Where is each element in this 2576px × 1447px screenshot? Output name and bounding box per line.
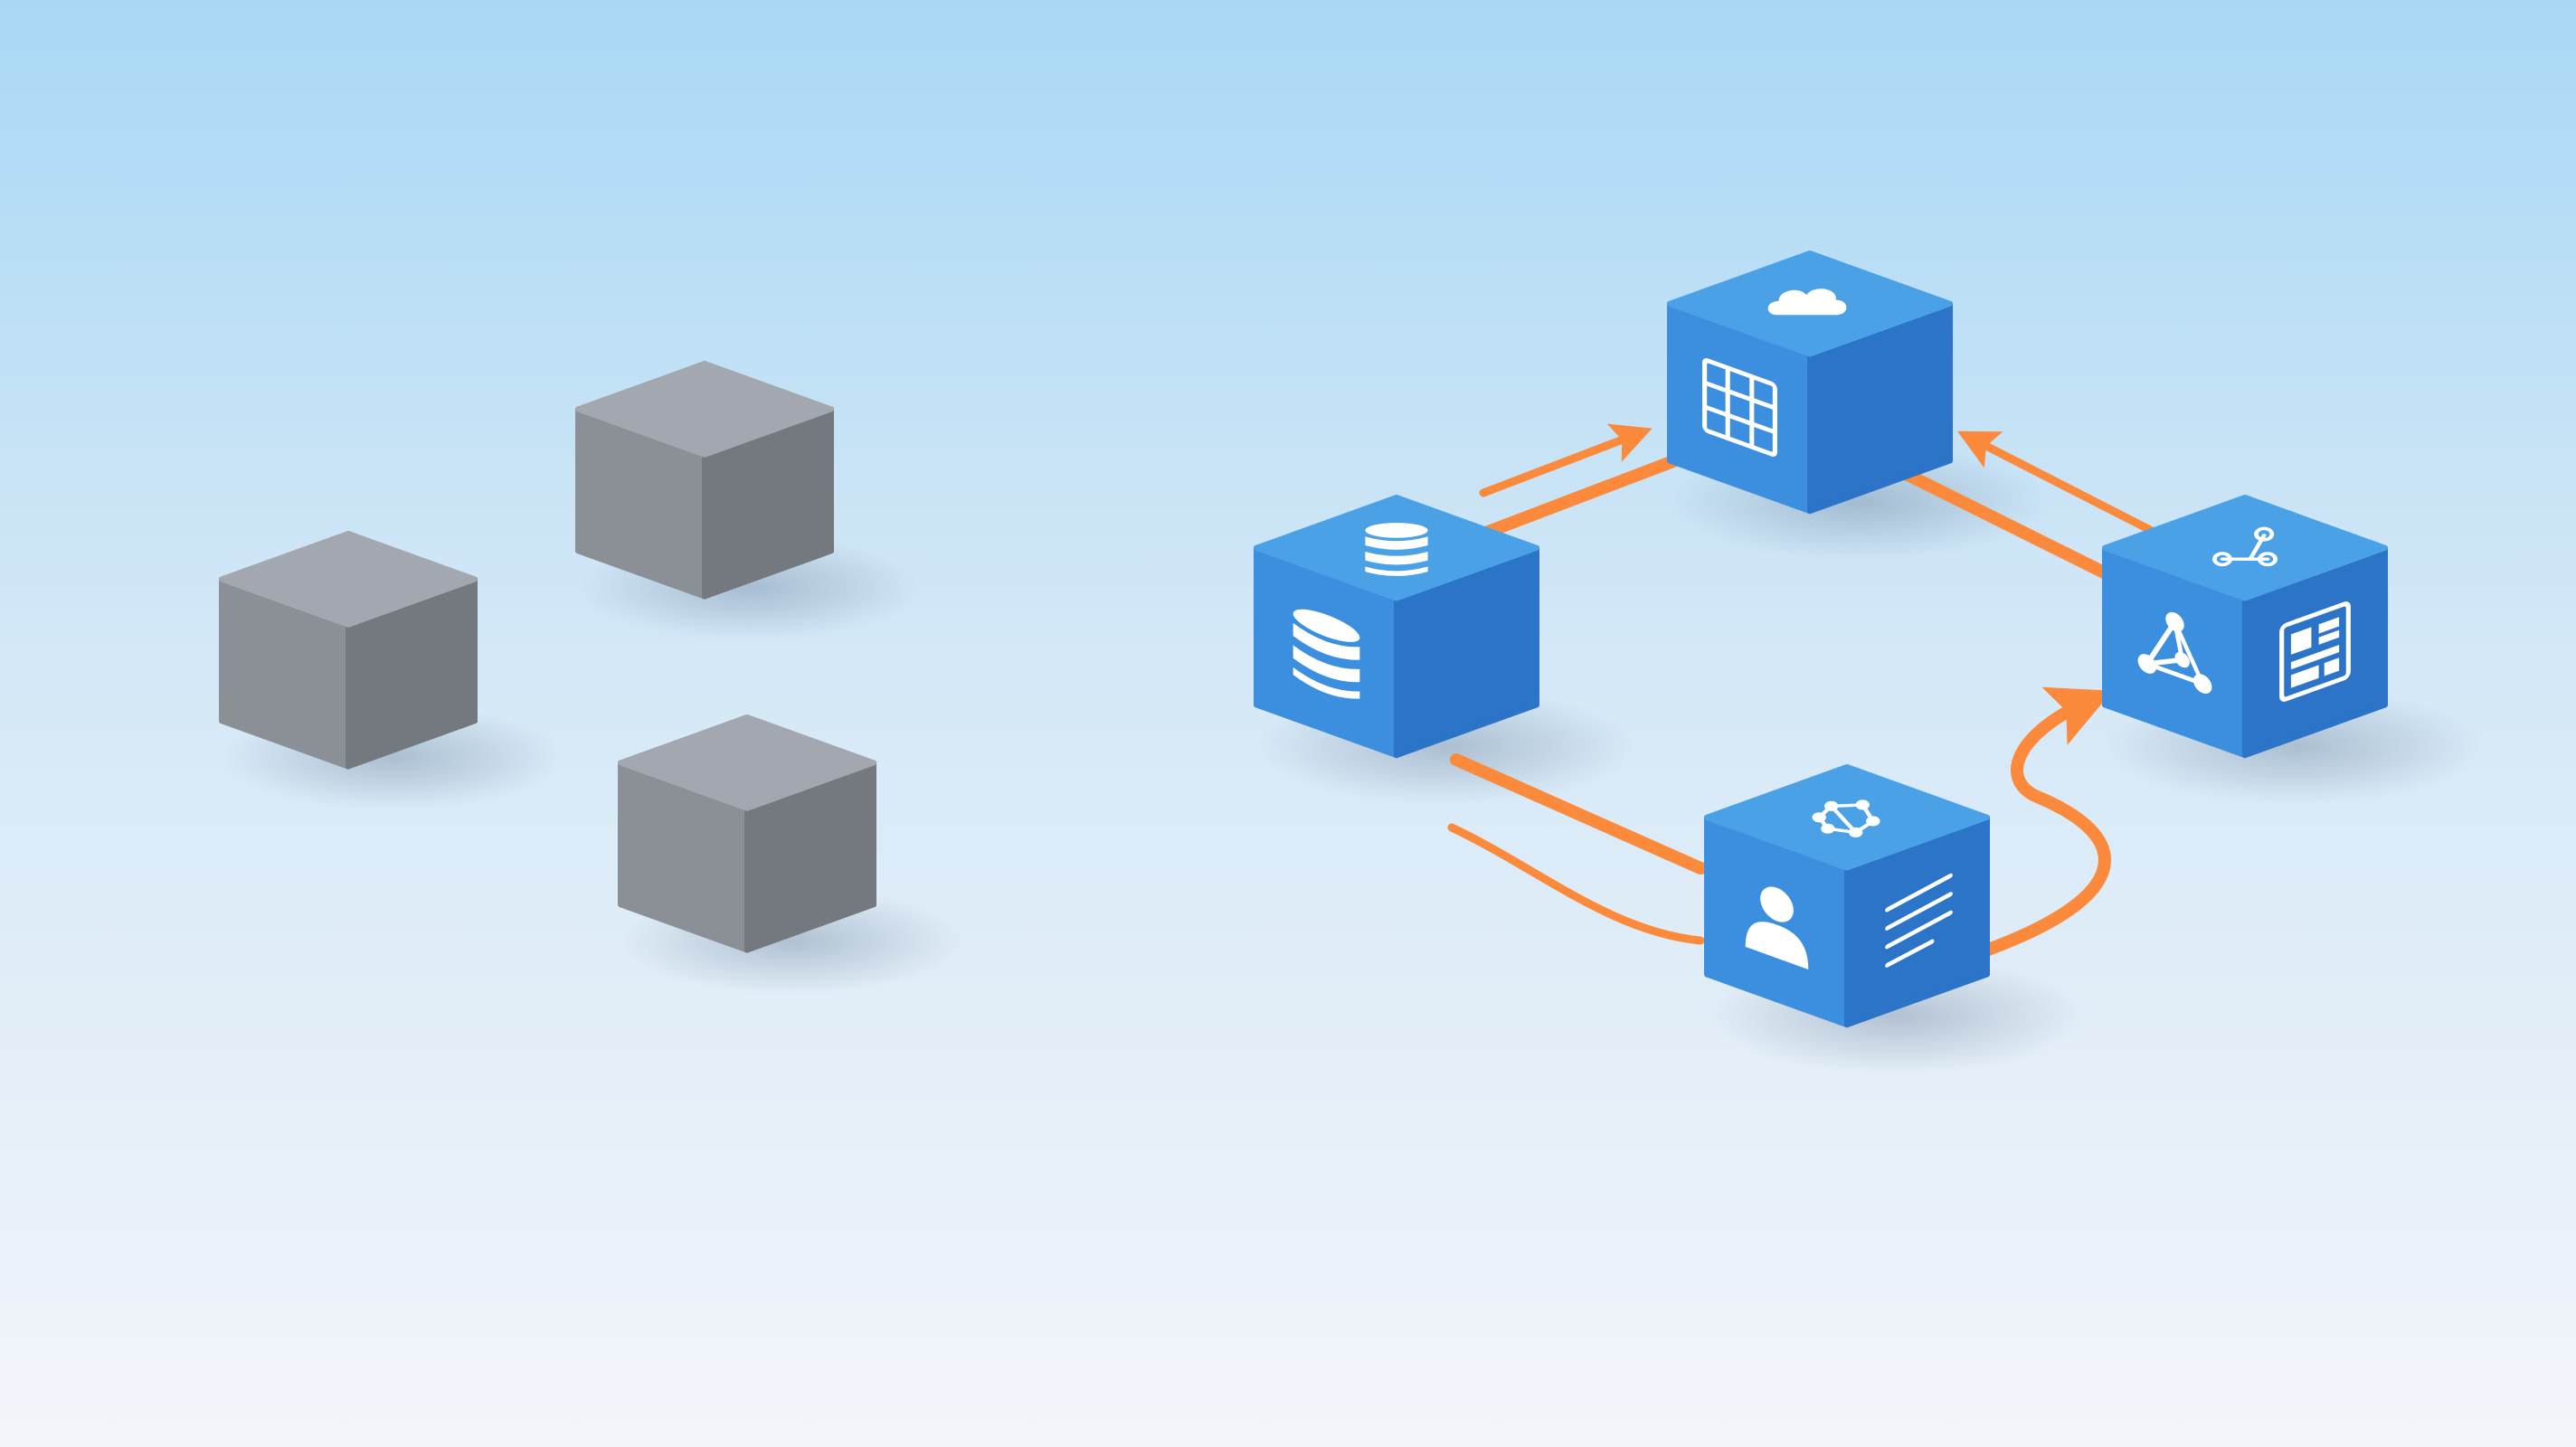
gray-cube-1-top-face — [219, 531, 478, 628]
blue-cube-node-right — [2102, 495, 2388, 759]
blue-cube-node-bottom-top-face — [1704, 764, 1990, 871]
connector-left-to-bottom — [1450, 753, 1707, 875]
connector-left-to-bottom-1 — [1447, 823, 1705, 945]
connectors — [1447, 423, 2162, 956]
connector-right-to-top — [1870, 453, 2114, 581]
gray-cube-2-top-face — [575, 361, 834, 458]
gray-cube-2 — [575, 361, 834, 600]
blue-cube-node-right-top-face — [2102, 495, 2388, 601]
blue-cube-node-left — [1254, 495, 1539, 759]
cubes — [219, 251, 2388, 1028]
gray-cube-1 — [219, 531, 478, 770]
connector-bottom-to-right — [1982, 686, 2113, 956]
connector-left-to-top — [1477, 455, 1680, 540]
blue-cube-node-top — [1667, 251, 1953, 515]
blue-cube-node-bottom — [1704, 764, 1990, 1028]
connector-left-to-top-1 — [1479, 423, 1653, 497]
gray-cube-3 — [618, 714, 876, 953]
gray-cube-3-top-face — [618, 714, 876, 811]
connector-right-to-top-1 — [1956, 430, 2162, 538]
